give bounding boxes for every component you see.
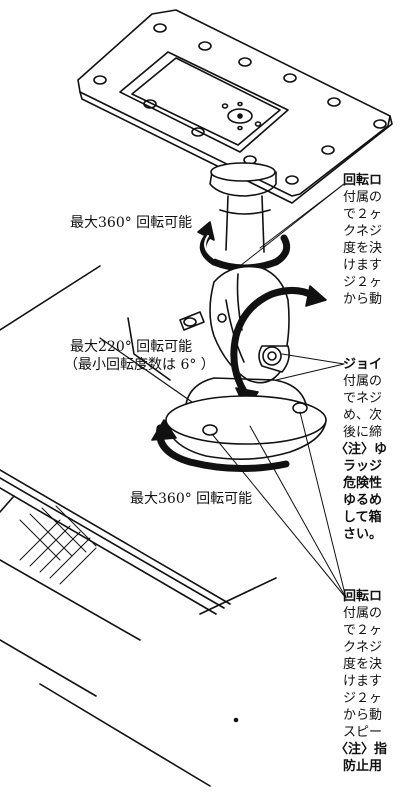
label-middle-rotation: 最大220° 回転可能 (70, 339, 193, 355)
side-line: 度を決 (343, 241, 383, 256)
side-heading-3: 回転ロ (343, 589, 383, 604)
leader-lines (211, 183, 347, 599)
label-bottom-rotation: 最大360° 回転可能 (130, 491, 253, 507)
side-line: 度を決 (343, 657, 383, 672)
side-line: けます (343, 674, 383, 689)
side-note-line: 危険性 (343, 476, 383, 491)
side-note-line: ラッジ (343, 459, 383, 474)
side-note-line: さい。 (343, 527, 383, 542)
upper-post (209, 162, 277, 253)
side-line: で２ヶ (343, 623, 383, 638)
side-line: から動 (343, 292, 383, 307)
side-note-line: 〈注〉ゆ (335, 442, 388, 457)
side-line: でネジ (343, 391, 383, 406)
side-line: 付属の (343, 606, 383, 621)
side-line: め、次 (343, 408, 383, 423)
side-line: けます (343, 258, 383, 273)
side-note-line: 〈注〉指 (335, 742, 388, 757)
side-line: 付属の (343, 190, 383, 205)
side-note-line: 防止用 (343, 759, 383, 774)
side-text-block-2: ジョイ 付属の でネジ め、次 後に締 〈注〉ゆ ラッジ 危険性 ゆるめ して箱… (335, 356, 387, 543)
side-line: 後に締 (343, 425, 383, 440)
side-line: ジ２ヶ (343, 275, 383, 290)
side-line: ジ２ヶ (343, 691, 383, 706)
side-heading-1: 回転ロ (343, 173, 383, 188)
side-note-line: ゆるめ (343, 493, 383, 508)
upper-rotation-arrow (197, 221, 291, 272)
mesh-hatching (19, 505, 97, 585)
label-top-rotation: 最大360° 回転可能 (70, 215, 193, 231)
base-assembly (151, 377, 327, 472)
side-line: スピー (343, 725, 383, 740)
side-text-block-1: 回転ロ 付属の で２ヶ クネジ 度を決 けます ジ２ヶ から動 (343, 172, 382, 308)
side-heading-2: ジョイ (343, 357, 383, 372)
side-note-line: して箱 (343, 510, 382, 525)
mounting-plate (77, 9, 393, 204)
side-line: 付属の (343, 374, 383, 389)
side-text-block-3: 回転ロ 付属の で２ヶ クネジ 度を決 けます ジ２ヶ から動 スピー 〈注〉指… (335, 588, 387, 775)
side-line: で２ヶ (343, 207, 383, 222)
side-line: から動 (343, 708, 383, 723)
side-line: クネジ (343, 224, 383, 239)
side-line: クネジ (343, 640, 383, 655)
label-middle-rotation-note: （最小回転度数は 6° ） (64, 357, 215, 373)
surface-lines (0, 265, 277, 787)
